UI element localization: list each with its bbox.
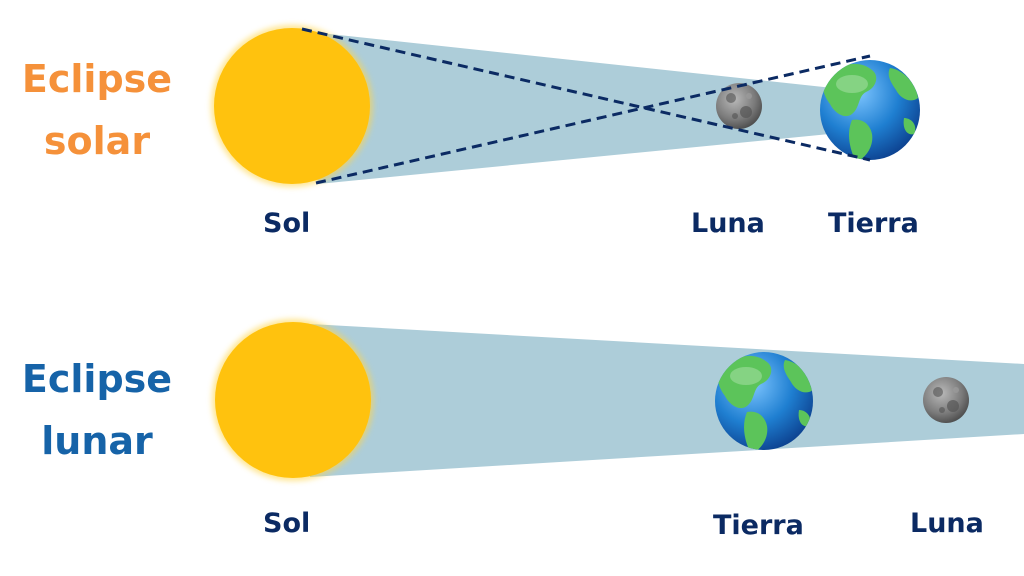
lunar-eclipse-title: Eclipse lunar xyxy=(2,348,192,472)
sun-icon xyxy=(214,28,370,184)
lunar-moon-label: Luna xyxy=(910,508,984,539)
solar-title-line2: solar xyxy=(43,119,151,163)
solar-moon-label: Luna xyxy=(691,208,765,239)
umbra-cone xyxy=(292,323,1024,477)
lunar-eclipse-scene xyxy=(212,319,1024,481)
solar-earth-label: Tierra xyxy=(828,208,919,239)
dashed-ray-top xyxy=(301,27,871,162)
sun-icon xyxy=(215,322,371,478)
solar-title-line1: Eclipse xyxy=(21,57,173,101)
dashed-ray-bottom xyxy=(315,54,871,185)
earth-globe-icon xyxy=(820,60,920,160)
penumbra-cone xyxy=(292,30,870,184)
lunar-title-line1: Eclipse xyxy=(21,357,173,401)
moon-icon xyxy=(716,83,762,129)
solar-sun-label: Sol xyxy=(263,208,311,239)
earth-globe-icon xyxy=(715,352,813,450)
lunar-earth-label: Tierra xyxy=(713,510,804,541)
moon-icon xyxy=(923,377,969,423)
lunar-title-line2: lunar xyxy=(41,419,153,463)
lunar-sun-label: Sol xyxy=(263,508,311,539)
solar-eclipse-scene xyxy=(211,25,920,187)
solar-eclipse-title: Eclipse solar xyxy=(2,48,192,172)
